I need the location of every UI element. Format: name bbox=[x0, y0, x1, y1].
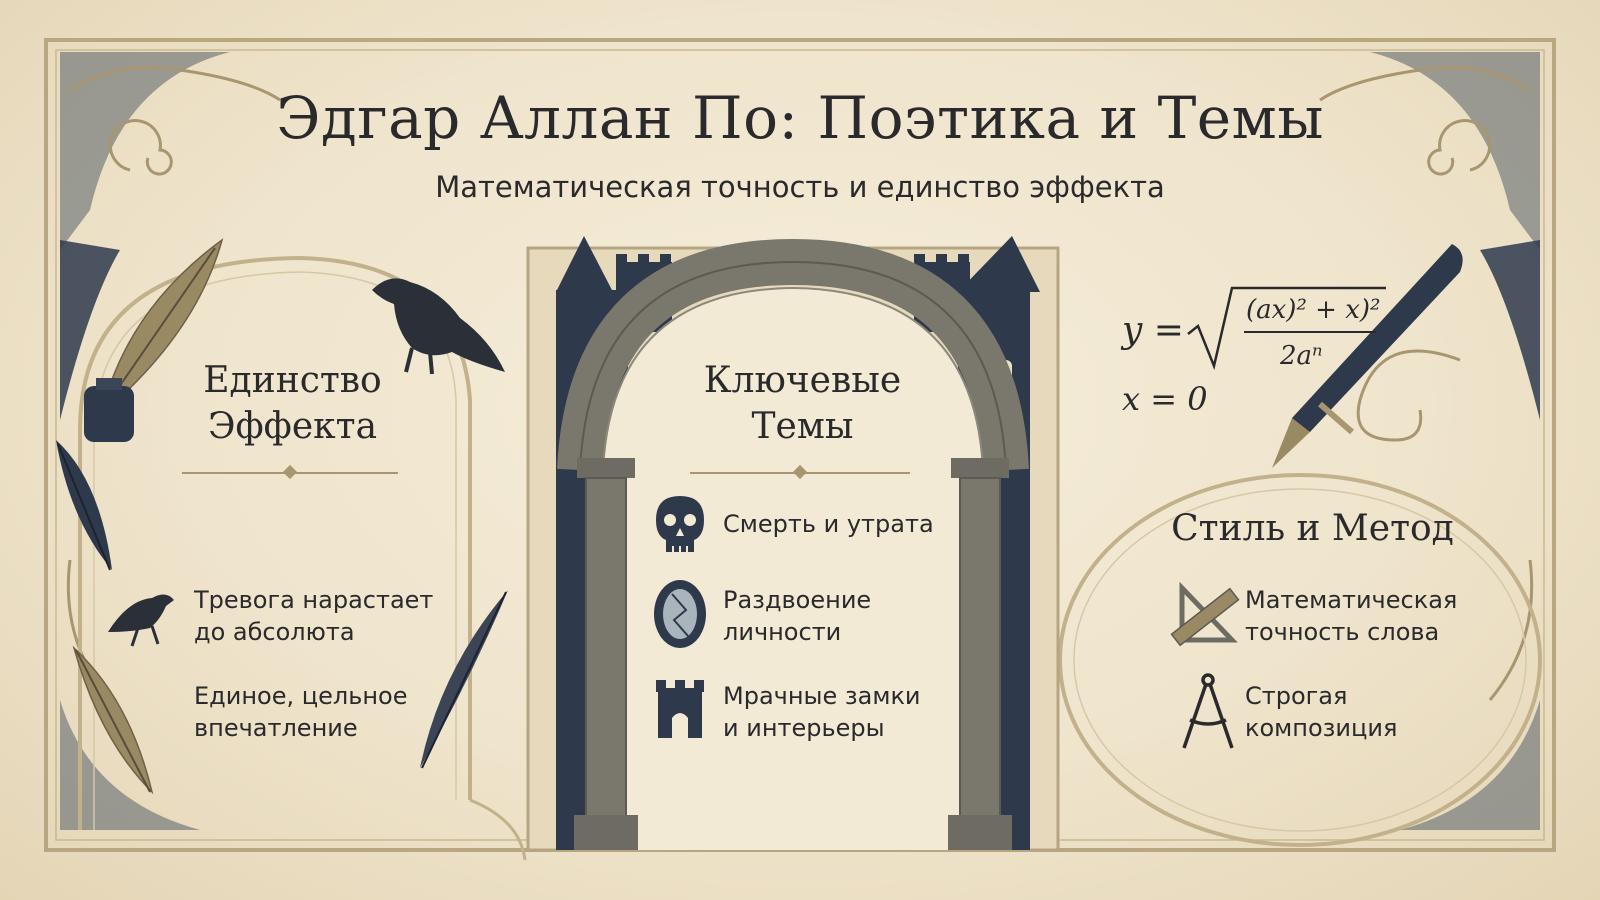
section-title-line: Единство bbox=[203, 360, 382, 401]
page-title: Эдгар Аллан По: Поэтика и Темы bbox=[276, 84, 1324, 152]
scroll-ornaments bbox=[66, 66, 1534, 701]
divider-middle bbox=[690, 464, 910, 480]
compass-icon bbox=[1182, 673, 1234, 749]
list-item-split-personality: Раздвоение личности bbox=[723, 584, 983, 648]
feather-quill-bottom-right bbox=[420, 590, 508, 769]
section-title-line: Темы bbox=[751, 406, 854, 447]
list-item-gloomy-castles: Мрачные замки и интерьеры bbox=[723, 680, 983, 744]
fountain-pen-illustration bbox=[1272, 244, 1463, 468]
item-line: впечатление bbox=[194, 714, 358, 742]
raven-illustration bbox=[372, 278, 505, 375]
formula-lhs: y = bbox=[1120, 310, 1184, 351]
merlon bbox=[660, 254, 671, 266]
right-panel-circle bbox=[1058, 473, 1542, 847]
section-title-style-and-method: Стиль и Метод bbox=[1171, 508, 1454, 549]
ruler-triangle-icon bbox=[1170, 581, 1240, 647]
merlon bbox=[616, 254, 627, 266]
corner-shade-top-right bbox=[1370, 52, 1540, 250]
feather-quill-left bbox=[56, 440, 112, 571]
stone-arch-outline bbox=[579, 260, 1007, 471]
list-item-anxiety-builds: Тревога нарастает до абсолюта bbox=[194, 584, 474, 648]
right-panel-circle-inner bbox=[1073, 488, 1527, 832]
list-item-death-and-loss: Смерть и утрата bbox=[723, 508, 983, 540]
column-base-left bbox=[574, 815, 638, 850]
corner-shade-top-left bbox=[60, 52, 230, 250]
list-item-single-impression: Единое, цельное впечатление bbox=[194, 680, 474, 744]
scroll-swirl bbox=[108, 119, 173, 176]
merlon bbox=[638, 254, 649, 266]
merlon bbox=[958, 254, 969, 266]
item-line: и интерьеры bbox=[723, 714, 885, 742]
item-line: точность слова bbox=[1245, 618, 1440, 646]
castle-tower-icon bbox=[656, 680, 704, 738]
left-panel-tail bbox=[469, 798, 527, 861]
feather-quill-bottom-left bbox=[72, 645, 154, 795]
formula-numerator: (ax)² + x)² bbox=[1246, 295, 1380, 325]
item-line: до абсолюта bbox=[194, 618, 355, 646]
scroll-swirl bbox=[1356, 349, 1461, 442]
item-line: Мрачные замки bbox=[723, 682, 921, 710]
item-line: Математическая bbox=[1245, 586, 1458, 614]
item-line: личности bbox=[723, 618, 842, 646]
list-item-mathematical-precision: Математическая точность слова bbox=[1245, 584, 1505, 648]
scroll-curve bbox=[1488, 559, 1534, 701]
formula-radical-sign bbox=[1187, 286, 1386, 371]
raven-icon bbox=[108, 594, 174, 647]
column-capital-left bbox=[577, 458, 635, 478]
formula-condition: x = 0 bbox=[1122, 380, 1208, 418]
skull-icon bbox=[656, 496, 704, 552]
page-subtitle: Математическая точность и единство эффек… bbox=[435, 170, 1165, 204]
feather-quill-top-left bbox=[109, 238, 224, 401]
section-title-key-themes: Ключевые Темы bbox=[680, 358, 925, 450]
column-capital-right bbox=[951, 458, 1009, 478]
ink-pot-icon bbox=[84, 378, 134, 442]
divider-left bbox=[182, 464, 398, 480]
item-line: Раздвоение bbox=[723, 586, 872, 614]
corner-shade-right bbox=[1480, 240, 1540, 420]
merlon bbox=[936, 254, 947, 266]
arch-opening bbox=[602, 286, 984, 471]
corner-shade-bottom-left bbox=[60, 700, 200, 830]
column-left bbox=[585, 477, 627, 819]
scroll-swirl bbox=[1427, 119, 1492, 176]
section-title-line: Эффекта bbox=[207, 406, 378, 447]
scroll-curve bbox=[69, 66, 281, 102]
section-title-unity-of-effect: Единство Эффекта bbox=[170, 358, 415, 450]
item-line: Тревога нарастает bbox=[194, 586, 434, 614]
item-line: композиция bbox=[1245, 714, 1398, 742]
column-base-right bbox=[948, 815, 1012, 850]
gate-right-spire bbox=[958, 236, 1040, 292]
corner-shade-left bbox=[60, 240, 120, 420]
section-title-line: Ключевые bbox=[703, 360, 902, 401]
formula-denominator: 2aⁿ bbox=[1279, 341, 1323, 371]
item-line: Единое, цельное bbox=[194, 682, 408, 710]
merlon bbox=[914, 254, 925, 266]
broken-mirror-icon bbox=[654, 580, 706, 648]
corner-shade-bottom-right bbox=[1400, 700, 1540, 830]
scroll-curve bbox=[1319, 66, 1531, 102]
item-line: Смерть и утрата bbox=[723, 510, 934, 538]
list-item-strict-composition: Строгая композиция bbox=[1245, 680, 1505, 744]
gate-left-spire bbox=[556, 236, 613, 292]
item-line: Строгая bbox=[1245, 682, 1348, 710]
